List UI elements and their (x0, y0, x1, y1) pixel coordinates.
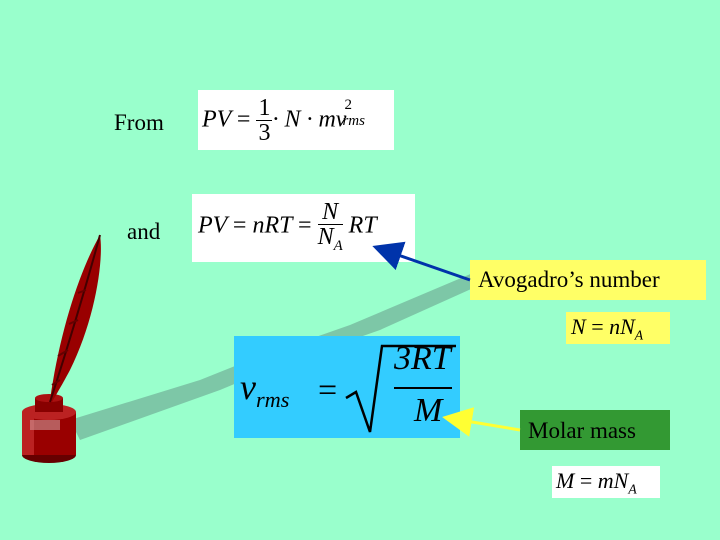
eq1-denominator: 3 (258, 120, 271, 146)
molar-mass-label: Molar mass (528, 418, 636, 443)
eq2-equals-2: = (298, 212, 312, 239)
eq2-rest: RT (348, 212, 377, 239)
eq3-lhs: N (571, 314, 586, 339)
eq1-lhs: PV (202, 106, 231, 133)
eq4-rhs: mN (597, 468, 629, 493)
and-label: and (127, 219, 161, 244)
avogadro-label-box: Avogadro’s number (470, 260, 706, 300)
sqrt-radical (345, 344, 456, 433)
eq1-fraction: 1 3 (256, 95, 273, 146)
eq3-rhs: nN (609, 314, 635, 339)
eq1-sub: rms (342, 112, 365, 129)
eq1-sup: 2 (344, 96, 352, 113)
ideal-gas-equation: PV = nRT = N NA RT (192, 194, 415, 262)
vrms-equals: = (318, 372, 338, 409)
eq2-numerator: N (317, 200, 343, 225)
molar-mass-equation-box: M = mNA (552, 466, 660, 498)
eq1-equals: = (236, 106, 251, 133)
vrms-sub: rms (255, 387, 290, 413)
eq2-mid: nRT (252, 212, 293, 239)
vrms-denominator: M (414, 392, 443, 429)
avogadro-equation-box: N = nNA (566, 312, 670, 344)
eq1-numerator: 1 (256, 95, 273, 121)
eq4-equals: = (579, 468, 593, 493)
vrms-lhs: v (240, 367, 256, 407)
eq4-sub: A (628, 481, 637, 497)
eq2-lhs: PV (198, 212, 227, 239)
molar-mass-label-box: Molar mass (520, 410, 670, 450)
from-label: From (114, 110, 164, 135)
eq2-fraction: N NA (317, 200, 343, 254)
quill-pen-icon (49, 234, 101, 403)
eq3-equals: = (591, 314, 604, 339)
eq2-denominator-sub: A (333, 237, 343, 254)
eq2-denominator: N (317, 224, 334, 250)
rms-speed-result-box: vrms = 3RT M (234, 336, 460, 438)
vrms-numerator: 3RT (394, 340, 451, 377)
ink-bottle-icon (22, 394, 76, 463)
eq3-sub: A (634, 327, 644, 343)
avogadro-label: Avogadro’s number (478, 267, 660, 292)
eq1-rest: · N · mv (272, 106, 347, 133)
eq2-equals: = (232, 212, 247, 239)
eq4-lhs: M (556, 468, 575, 493)
